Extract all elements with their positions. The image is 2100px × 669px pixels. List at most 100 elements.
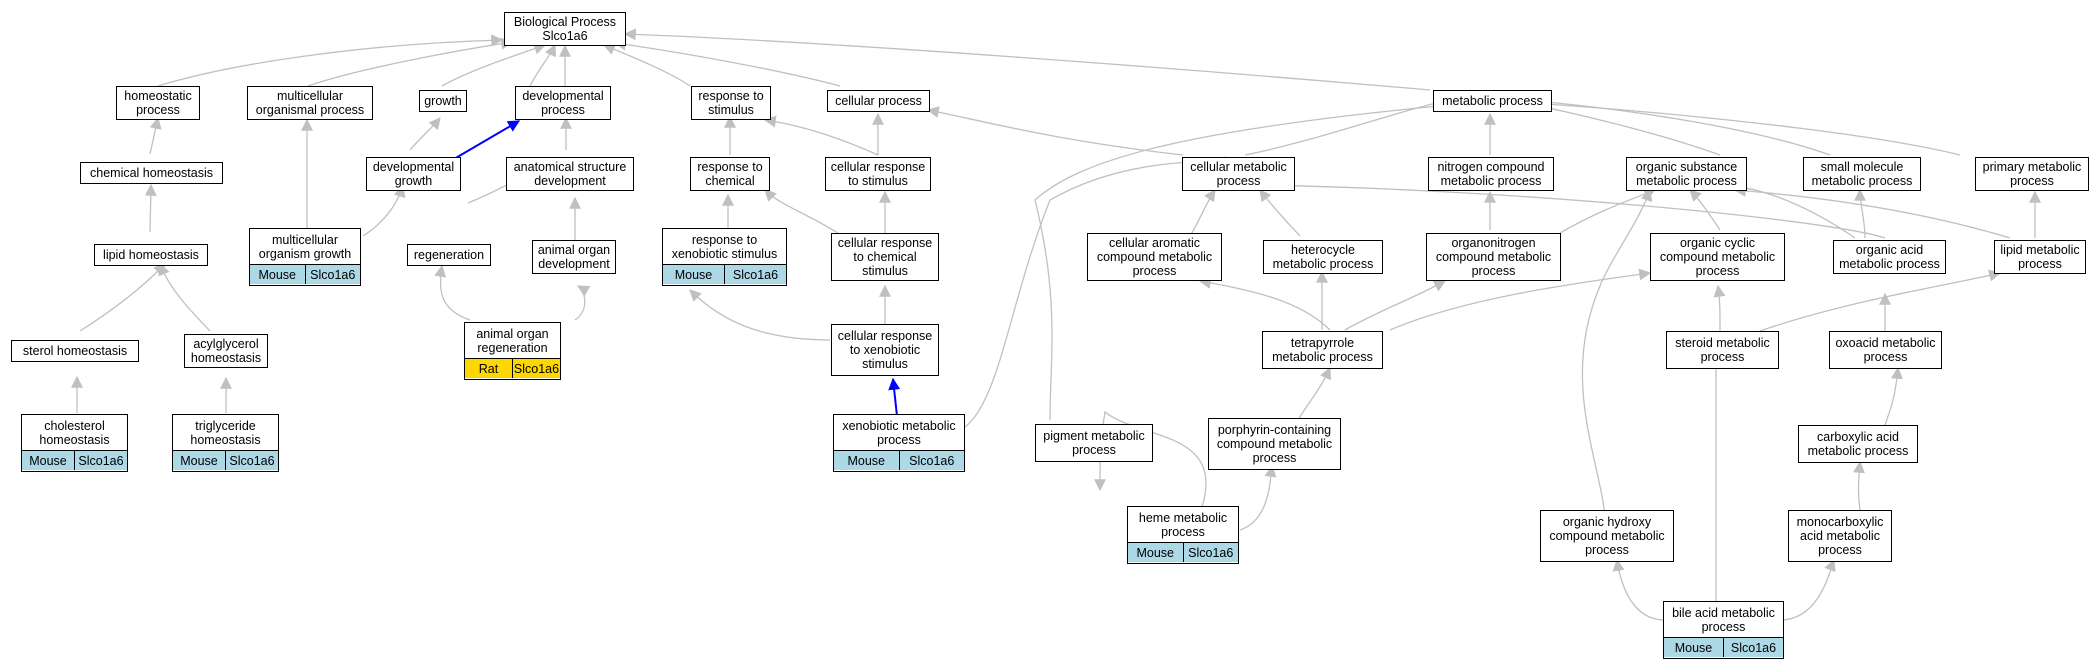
go-node-multicellular-organismal-process[interactable]: multicellular organismal process <box>247 86 373 120</box>
gene-cell: Slco1a6 <box>1182 543 1239 562</box>
node-label: developmental growth <box>372 159 455 188</box>
annotation-row: Mouse Slco1a6 <box>663 264 786 284</box>
go-node-lipid-metabolic-process[interactable]: lipid metabolic process <box>1994 240 2086 274</box>
species-cell: Mouse <box>258 267 297 282</box>
go-node-cellular-response-to-chemical-stimulus[interactable]: cellular response to chemical stimulus <box>831 233 939 281</box>
go-node-cellular-response-to-xenobiotic-stimulus[interactable]: cellular response to xenobiotic stimulus <box>831 324 939 376</box>
node-label: chemical homeostasis <box>90 165 213 180</box>
go-node-developmental-process[interactable]: developmental process <box>515 86 611 120</box>
go-node-organic-acid-metabolic-process[interactable]: organic acid metabolic process <box>1833 240 1946 274</box>
node-label: primary metabolic process <box>1982 159 2082 188</box>
go-node-developmental-growth[interactable]: developmental growth <box>366 157 461 191</box>
annotation-row: Mouse Slco1a6 <box>1664 637 1783 657</box>
edge <box>1344 280 1447 331</box>
go-node-organic-substance-metabolic-process[interactable]: organic substance metabolic process <box>1626 157 1747 191</box>
go-node-biological-process[interactable]: Biological Process Slco1a6 <box>504 12 626 46</box>
go-node-pigment-metabolic-process[interactable]: pigment metabolic process <box>1035 424 1153 462</box>
node-label: homeostatic process <box>124 88 192 117</box>
go-node-multicellular-organism-growth[interactable]: multicellular organism growth Mouse Slco… <box>249 228 361 286</box>
go-node-nitrogen-compound-metabolic-process[interactable]: nitrogen compound metabolic process <box>1428 157 1554 191</box>
go-node-cellular-metabolic-process[interactable]: cellular metabolic process <box>1182 157 1295 191</box>
node-label: organonitrogen compound metabolic proces… <box>1435 235 1552 278</box>
node-label: cellular aromatic compound metabolic pro… <box>1096 235 1213 278</box>
go-node-tetrapyrrole-metabolic-process[interactable]: tetrapyrrole metabolic process <box>1262 331 1383 369</box>
gene-cell: Slco1a6 <box>512 359 560 378</box>
node-label: pigment metabolic process <box>1043 428 1145 457</box>
edge <box>1259 189 1301 237</box>
edge <box>1244 96 1452 156</box>
go-node-carboxylic-acid-metabolic-process[interactable]: carboxylic acid metabolic process <box>1798 425 1918 463</box>
annotation-row: Mouse Slco1a6 <box>1128 542 1238 562</box>
edge <box>689 289 831 341</box>
node-label: monocarboxylic acid metabolic process <box>1796 514 1884 557</box>
go-node-primary-metabolic-process[interactable]: primary metabolic process <box>1975 157 2089 191</box>
annotation-row: Mouse Slco1a6 <box>250 264 360 284</box>
go-node-organic-cyclic-compound-metabolic-process[interactable]: organic cyclic compound metabolic proces… <box>1650 233 1785 281</box>
node-label: organic substance metabolic process <box>1635 159 1738 188</box>
go-node-acylglycerol-homeostasis[interactable]: acylglycerol homeostasis <box>184 334 268 368</box>
go-node-metabolic-process[interactable]: metabolic process <box>1433 90 1552 112</box>
edge <box>441 42 547 87</box>
node-label: animal organ development <box>537 242 611 271</box>
node-label: triglyceride homeostasis <box>190 418 261 447</box>
gene-cell: Slco1a6 <box>898 451 965 470</box>
go-node-triglyceride-homeostasis[interactable]: triglyceride homeostasis Mouse Slco1a6 <box>172 414 279 472</box>
node-label: cellular response to stimulus <box>830 159 926 188</box>
go-node-sterol-homeostasis[interactable]: sterol homeostasis <box>11 340 139 362</box>
node-label: response to chemical <box>697 159 763 188</box>
annotation-row: Mouse Slco1a6 <box>22 450 127 470</box>
go-node-monocarboxylic-acid-metabolic-process[interactable]: monocarboxylic acid metabolic process <box>1788 510 1892 562</box>
species-cell: Mouse <box>674 267 713 282</box>
go-node-cellular-process[interactable]: cellular process <box>827 90 930 112</box>
annotation-row: Mouse Slco1a6 <box>173 450 278 470</box>
node-label: Biological Process Slco1a6 <box>513 14 617 43</box>
edge <box>529 43 556 87</box>
go-node-chemical-homeostasis[interactable]: chemical homeostasis <box>80 162 223 184</box>
edge <box>964 156 1237 428</box>
go-node-growth[interactable]: growth <box>419 90 467 112</box>
go-node-response-to-stimulus[interactable]: response to stimulus <box>691 86 771 120</box>
go-node-lipid-homeostasis[interactable]: lipid homeostasis <box>94 244 208 266</box>
go-node-porphyrin-containing-compound-metabolic-process[interactable]: porphyrin-containing compound metabolic … <box>1208 418 1341 470</box>
go-node-animal-organ-development[interactable]: animal organ development <box>532 240 616 274</box>
edge <box>158 262 211 332</box>
go-node-heterocycle-metabolic-process[interactable]: heterocycle metabolic process <box>1263 240 1383 274</box>
node-label: lipid metabolic process <box>2000 242 2080 271</box>
edge <box>1612 558 1666 621</box>
go-node-organic-hydroxy-compound-metabolic-process[interactable]: organic hydroxy compound metabolic proce… <box>1540 510 1674 562</box>
go-node-homeostatic-process[interactable]: homeostatic process <box>116 86 200 120</box>
node-label: heterocycle metabolic process <box>1272 242 1374 271</box>
node-label: anatomical structure development <box>513 159 627 188</box>
go-node-animal-organ-regeneration[interactable]: animal organ regeneration Rat Slco1a6 <box>464 322 561 380</box>
node-label: nitrogen compound metabolic process <box>1437 159 1545 188</box>
node-label: carboxylic acid metabolic process <box>1807 429 1909 458</box>
edge <box>1523 94 1831 156</box>
edge <box>1713 284 1726 332</box>
node-label: small molecule metabolic process <box>1811 159 1913 188</box>
go-node-xenobiotic-metabolic-process[interactable]: xenobiotic metabolic process Mouse Slco1… <box>833 414 965 472</box>
edge <box>574 285 591 321</box>
gene-cell: Slco1a6 <box>1723 638 1783 657</box>
edge <box>926 106 1184 156</box>
go-node-heme-metabolic-process[interactable]: heme metabolic process Mouse Slco1a6 <box>1127 506 1239 564</box>
edge <box>1389 268 1652 331</box>
gene-cell: Slco1a6 <box>225 451 278 470</box>
go-node-cholesterol-homeostasis[interactable]: cholesterol homeostasis Mouse Slco1a6 <box>21 414 128 472</box>
edge <box>307 37 514 87</box>
go-node-oxoacid-metabolic-process[interactable]: oxoacid metabolic process <box>1829 331 1942 369</box>
go-node-cellular-aromatic-compound-metabolic-process[interactable]: cellular aromatic compound metabolic pro… <box>1087 233 1222 281</box>
go-node-response-to-chemical[interactable]: response to chemical <box>690 157 770 191</box>
node-label: organic acid metabolic process <box>1839 242 1940 271</box>
go-node-steroid-metabolic-process[interactable]: steroid metabolic process <box>1666 331 1779 369</box>
go-node-bile-acid-metabolic-process[interactable]: bile acid metabolic process Mouse Slco1a… <box>1663 601 1784 659</box>
go-node-regeneration[interactable]: regeneration <box>407 244 491 266</box>
edge <box>1689 189 1721 231</box>
go-node-response-to-xenobiotic-stimulus[interactable]: response to xenobiotic stimulus Mouse Sl… <box>662 228 787 286</box>
annotation-row: Mouse Slco1a6 <box>834 450 964 470</box>
go-node-organonitrogen-compound-metabolic-process[interactable]: organonitrogen compound metabolic proces… <box>1426 233 1561 281</box>
go-node-anatomical-structure-development[interactable]: anatomical structure development <box>506 157 634 191</box>
go-node-small-molecule-metabolic-process[interactable]: small molecule metabolic process <box>1803 157 1921 191</box>
go-node-cellular-response-to-stimulus[interactable]: cellular response to stimulus <box>825 157 931 191</box>
edge <box>362 184 406 237</box>
